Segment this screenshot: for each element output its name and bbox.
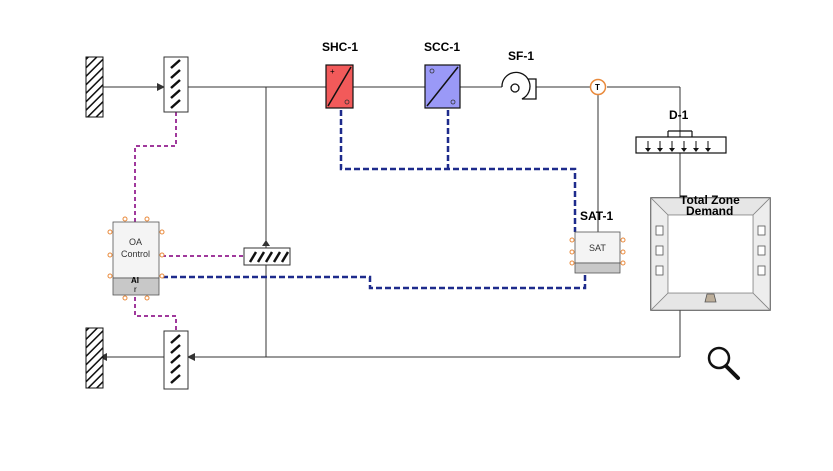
svg-text:r: r [134,285,137,294]
svg-text:SAT: SAT [589,243,606,253]
svg-text:T: T [595,83,600,92]
recirculation-damper[interactable] [243,240,291,266]
sf-label: SF-1 [508,49,534,63]
control-wiring-purple [134,112,244,331]
exhaust-air-damper[interactable] [163,330,189,390]
cooling-coil-scc-1[interactable] [424,64,461,109]
exhaust-air-louver [85,327,104,389]
oa-control[interactable]: OA Control AI r [107,216,165,301]
d1-label: D-1 [669,108,689,122]
svg-text:OA: OA [129,237,142,247]
control-wiring-blue [162,110,587,290]
total-zone-demand[interactable]: Total Zone Demand [650,193,771,311]
supply-fan-icon[interactable] [501,71,537,100]
temperature-sensor[interactable]: T [589,78,607,96]
outside-air-damper[interactable] [163,56,189,113]
diffuser-d-1[interactable] [635,130,727,154]
svg-text:+: + [330,67,335,76]
return-duct [99,310,681,361]
svg-text:Control: Control [121,249,150,259]
zone-label-line1: Total Zone [680,193,740,207]
magnifier-icon[interactable] [707,346,740,380]
supply-duct [103,83,681,198]
outside-air-louver [85,56,104,118]
scc-label: SCC-1 [424,40,460,54]
svg-text:AI: AI [131,276,139,285]
sat-controller[interactable]: SAT [569,231,626,274]
shc-label: SHC-1 [322,40,358,54]
sat1-label: SAT-1 [580,209,613,223]
zone-label-line2: Demand [686,204,733,218]
heating-coil-shc-1[interactable]: + [325,64,354,109]
